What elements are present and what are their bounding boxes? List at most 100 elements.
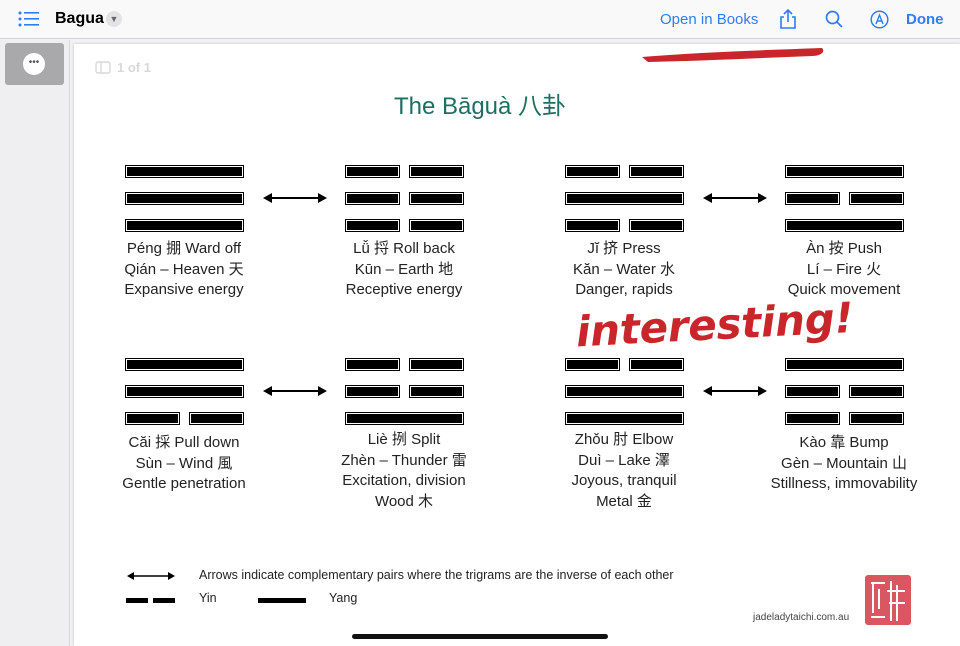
complement-arrow-icon bbox=[263, 386, 327, 396]
trigram-label-line: Gentle penetration bbox=[122, 475, 246, 493]
trigram-label-line: Gèn – Mountain 山 bbox=[781, 454, 907, 472]
yang-line bbox=[125, 192, 244, 205]
yin-line bbox=[189, 412, 244, 425]
trigram bbox=[785, 165, 904, 232]
document-page bbox=[74, 44, 960, 646]
trigram-label-line: Kūn – Earth 地 bbox=[354, 260, 454, 278]
trigram-label-line: Lí – Fire 火 bbox=[806, 260, 882, 278]
trigram-label-line: Kào 靠 Bump bbox=[799, 434, 889, 451]
yin-line bbox=[345, 165, 400, 178]
complement-arrow-icon bbox=[263, 193, 327, 203]
complement-arrow-icon bbox=[703, 193, 767, 203]
done-button[interactable]: Done bbox=[906, 10, 944, 28]
yang-line bbox=[125, 385, 244, 398]
trigram-label-line: Danger, rapids bbox=[575, 281, 673, 299]
trigram bbox=[125, 358, 244, 425]
trigram bbox=[125, 165, 244, 232]
trigram bbox=[345, 358, 464, 425]
share-icon[interactable] bbox=[779, 0, 797, 38]
legend-arrow-icon bbox=[127, 572, 175, 580]
trigram-label-line: Liè 挒 Split bbox=[367, 431, 441, 448]
yin-line bbox=[849, 385, 904, 398]
seal-stamp bbox=[865, 575, 911, 625]
legend-yang-bar bbox=[258, 598, 306, 603]
yin-line bbox=[629, 358, 684, 371]
sidebar-toggle-icon bbox=[95, 61, 111, 74]
yin-line bbox=[125, 412, 180, 425]
home-indicator[interactable] bbox=[352, 634, 608, 639]
yin-line bbox=[409, 165, 464, 178]
yin-line bbox=[409, 358, 464, 371]
trigram bbox=[785, 358, 904, 425]
yin-line bbox=[345, 192, 400, 205]
yin-line bbox=[409, 219, 464, 232]
yin-line bbox=[565, 219, 620, 232]
more-options-icon[interactable]: ••• bbox=[23, 53, 45, 75]
toolbar: Bagua ▼ Open in Books Done bbox=[0, 0, 960, 39]
open-in-books-button[interactable]: Open in Books bbox=[660, 10, 759, 28]
trigram bbox=[565, 358, 684, 425]
trigram bbox=[565, 165, 684, 232]
thumbnail-sidebar bbox=[0, 40, 70, 646]
trigram-label: Àn 按 Push Lí – Fire 火 Quick movement bbox=[734, 239, 954, 301]
yang-line bbox=[565, 412, 684, 425]
legend-yin-bar bbox=[153, 598, 175, 603]
yin-line bbox=[849, 412, 904, 425]
trigram-label-line: Căi 採 Pull down bbox=[128, 434, 240, 451]
trigram-label-line: Lǚ 捋 Roll back bbox=[353, 240, 455, 257]
search-icon[interactable] bbox=[825, 0, 843, 38]
trigram-label-line: Àn 按 Push bbox=[806, 240, 882, 257]
trigram-label-line: Quick movement bbox=[787, 281, 901, 299]
page-title: The Bāguà 八卦 bbox=[393, 93, 567, 120]
yang-line bbox=[125, 165, 244, 178]
yin-line bbox=[345, 358, 400, 371]
document-title: Bagua bbox=[55, 10, 104, 27]
trigram-label-line: Qián – Heaven 天 bbox=[124, 260, 244, 278]
yang-line bbox=[785, 165, 904, 178]
yin-line bbox=[785, 412, 840, 425]
legend-arrows-text: Arrows indicate complementary pairs wher… bbox=[199, 568, 674, 582]
trigram-label-line: Zhèn – Thunder 雷 bbox=[341, 451, 467, 469]
title-menu-chevron-icon[interactable]: ▼ bbox=[106, 0, 122, 38]
page-count: 1 of 1 bbox=[117, 60, 151, 75]
markup-icon[interactable] bbox=[870, 0, 889, 38]
list-icon[interactable] bbox=[18, 0, 40, 38]
yin-line bbox=[629, 165, 684, 178]
trigram-label-line: Stillness, immovability bbox=[770, 475, 918, 493]
trigram bbox=[345, 165, 464, 232]
trigram-label-line: Kăn – Water 水 bbox=[573, 260, 675, 278]
yin-line bbox=[409, 192, 464, 205]
yang-line bbox=[125, 219, 244, 232]
yang-line bbox=[125, 358, 244, 371]
yin-line bbox=[565, 165, 620, 178]
complement-arrow-icon bbox=[703, 386, 767, 396]
yin-line bbox=[849, 192, 904, 205]
legend-yin-label: Yin bbox=[199, 591, 217, 605]
trigram-label-line: Péng 掤 Ward off bbox=[126, 240, 242, 257]
yin-line bbox=[345, 385, 400, 398]
legend-yang-label: Yang bbox=[329, 591, 358, 605]
yang-line bbox=[565, 385, 684, 398]
trigram-label-line: Expansive energy bbox=[124, 281, 244, 299]
yin-line bbox=[409, 385, 464, 398]
yin-line bbox=[785, 385, 840, 398]
trigram-label-line: Metal 金 bbox=[596, 493, 652, 511]
website-text: jadeladytaichi.com.au bbox=[753, 612, 850, 623]
yang-line bbox=[785, 358, 904, 371]
legend-yin-bar bbox=[126, 598, 148, 603]
yin-line bbox=[629, 219, 684, 232]
yin-line bbox=[785, 192, 840, 205]
trigram-label-line: Receptive energy bbox=[345, 281, 463, 299]
yang-line bbox=[785, 219, 904, 232]
trigram-label-line: Wood 木 bbox=[374, 493, 434, 511]
trigram-label-line: Sùn – Wind 風 bbox=[135, 454, 233, 472]
page-thumbnail[interactable]: ••• bbox=[5, 43, 64, 85]
trigram-label-line: Excitation, division bbox=[342, 472, 466, 490]
trigram-label-line: Zhǒu 肘 Elbow bbox=[574, 431, 674, 448]
